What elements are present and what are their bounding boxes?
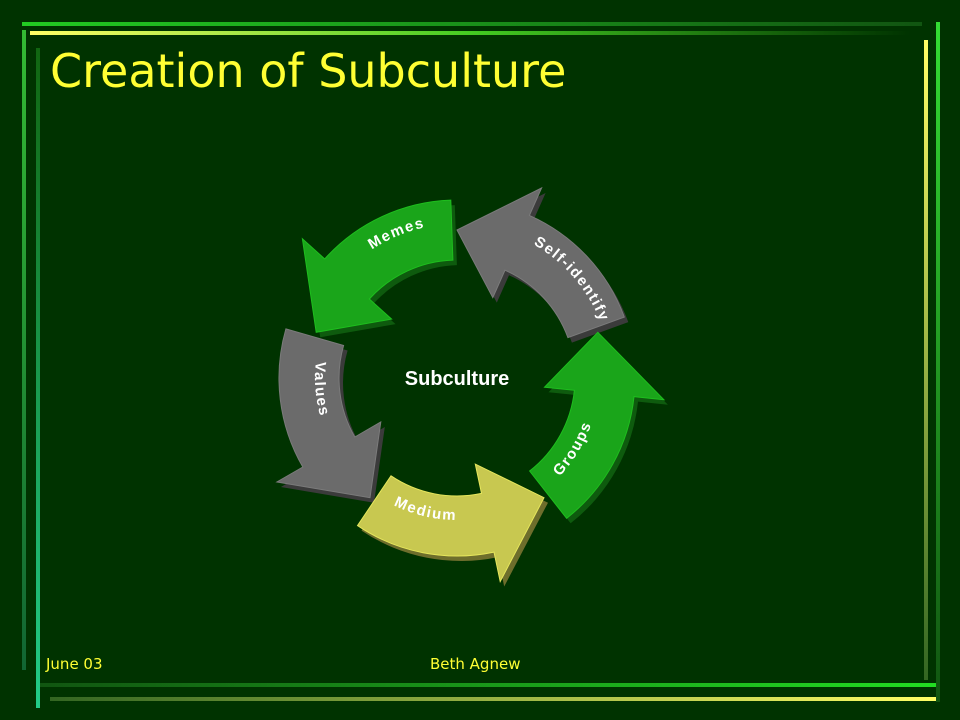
arrow-segment-groups (528, 331, 666, 520)
segment-label-values: Values (311, 361, 333, 418)
arrow-segment-values (275, 328, 382, 499)
footer-date: June 03 (46, 655, 103, 673)
footer-author: Beth Agnew (430, 655, 521, 673)
arrow-segment-memes (301, 199, 454, 333)
slide-title: Creation of Subculture (50, 44, 567, 98)
arrow-segment-self-identify (456, 186, 625, 339)
arrow-segment-medium (356, 463, 545, 583)
center-label: Subculture (405, 368, 509, 390)
